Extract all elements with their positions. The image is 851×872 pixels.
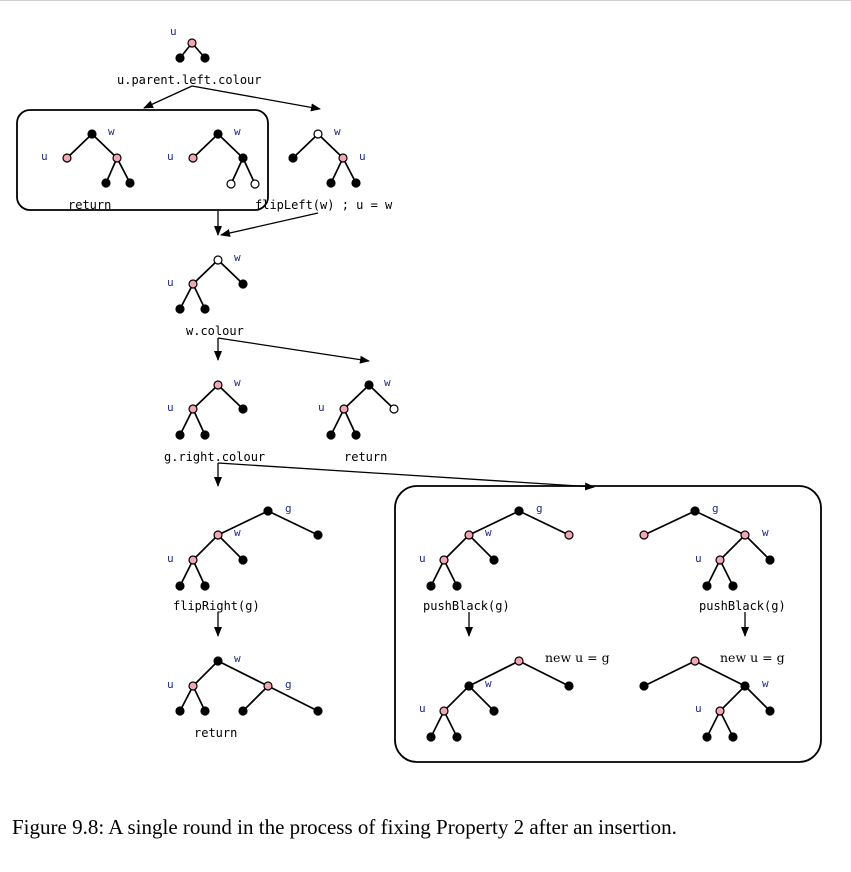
tree-return-case-a: w u <box>41 125 135 188</box>
var-u-label: u <box>419 702 426 715</box>
tree-w-colour-return: w u <box>318 376 399 440</box>
var-g-label: g <box>285 502 292 515</box>
var-u-label: u <box>419 552 426 565</box>
var-u-label: u <box>359 150 366 163</box>
var-w-label: w <box>234 526 241 539</box>
var-w-label: w <box>234 652 241 665</box>
top-rule <box>0 0 851 1</box>
var-u-label: u <box>318 401 325 414</box>
figure-caption: Figure 9.8: A single round in the proces… <box>12 815 677 839</box>
push-black-cases-box <box>394 485 822 763</box>
var-w-label: w <box>485 677 492 690</box>
tree-w-black: w u <box>167 376 248 440</box>
push-black-label: pushBlack(g) <box>423 599 510 613</box>
tree-initial: u <box>170 25 210 63</box>
test-parent-left-label: u.parent.left.colour <box>117 73 262 87</box>
var-u-label: u <box>170 25 177 38</box>
var-g-label: g <box>536 502 543 515</box>
var-u-label: u <box>167 276 174 289</box>
var-w-label: w <box>234 376 241 389</box>
tree-before-flip-right: g w u <box>167 502 323 591</box>
return-cases-box <box>16 109 269 211</box>
new-u-label: new u = g <box>720 650 785 665</box>
test-w-colour-label: w.colour <box>186 324 244 338</box>
var-w-label: w <box>485 526 492 539</box>
var-u-label: u <box>695 552 702 565</box>
test-g-right-label: g.right.colour <box>164 450 265 464</box>
return-label: return <box>194 726 237 740</box>
push-black-label: pushBlack(g) <box>699 599 786 613</box>
var-w-label: w <box>234 251 241 264</box>
tree-after-flip-left: w u <box>167 251 248 314</box>
flip-right-label: flipRight(g) <box>173 599 260 613</box>
var-w-label: w <box>108 125 115 138</box>
tree-return-case-b: w u <box>167 125 260 189</box>
tree-flip-left-case: w u <box>288 125 366 188</box>
tree-after-flip-right: w u g <box>167 652 323 716</box>
red-black-tree-diagram: u u.parent.left.colour w u w u return <box>16 25 822 763</box>
return-label: return <box>68 198 111 212</box>
var-w-label: w <box>762 526 769 539</box>
var-w-label: w <box>384 376 391 389</box>
tree-push-black-case-a: g w u <box>419 502 574 591</box>
var-w-label: w <box>762 677 769 690</box>
new-u-label: new u = g <box>545 650 610 665</box>
return-label: return <box>344 450 387 464</box>
tree-after-push-black-b: w u <box>639 656 775 742</box>
var-u-label: u <box>41 150 48 163</box>
var-u-label: u <box>167 552 174 565</box>
var-u-label: u <box>167 678 174 691</box>
var-g-label: g <box>285 678 292 691</box>
var-w-label: w <box>234 125 241 138</box>
flip-left-label: flipLeft(w) ; u = w <box>255 198 393 212</box>
var-g-label: g <box>712 502 719 515</box>
tree-after-push-black-a: w u <box>419 656 574 742</box>
var-u-label: u <box>167 401 174 414</box>
var-u-label: u <box>695 702 702 715</box>
var-u-label: u <box>167 150 174 163</box>
tree-push-black-case-b: g w u <box>639 502 775 591</box>
var-w-label: w <box>334 125 341 138</box>
